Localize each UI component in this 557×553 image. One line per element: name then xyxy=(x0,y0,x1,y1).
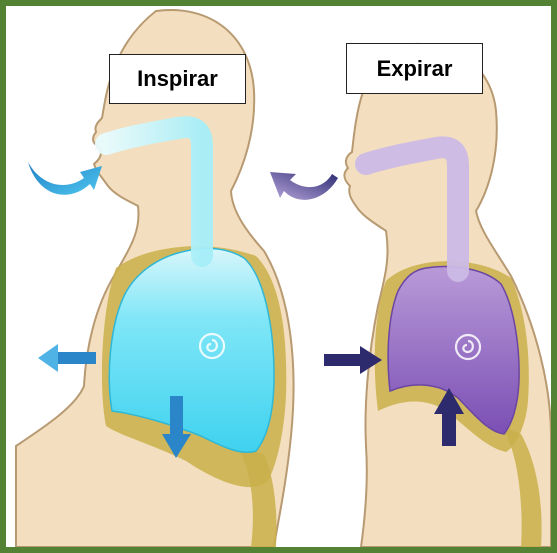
expire-figure xyxy=(270,44,551,547)
expire-label: Expirar xyxy=(346,43,483,94)
curved-arrow-icon xyxy=(270,172,338,200)
inspire-label: Inspirar xyxy=(109,54,246,104)
curved-arrow-icon xyxy=(28,162,102,195)
